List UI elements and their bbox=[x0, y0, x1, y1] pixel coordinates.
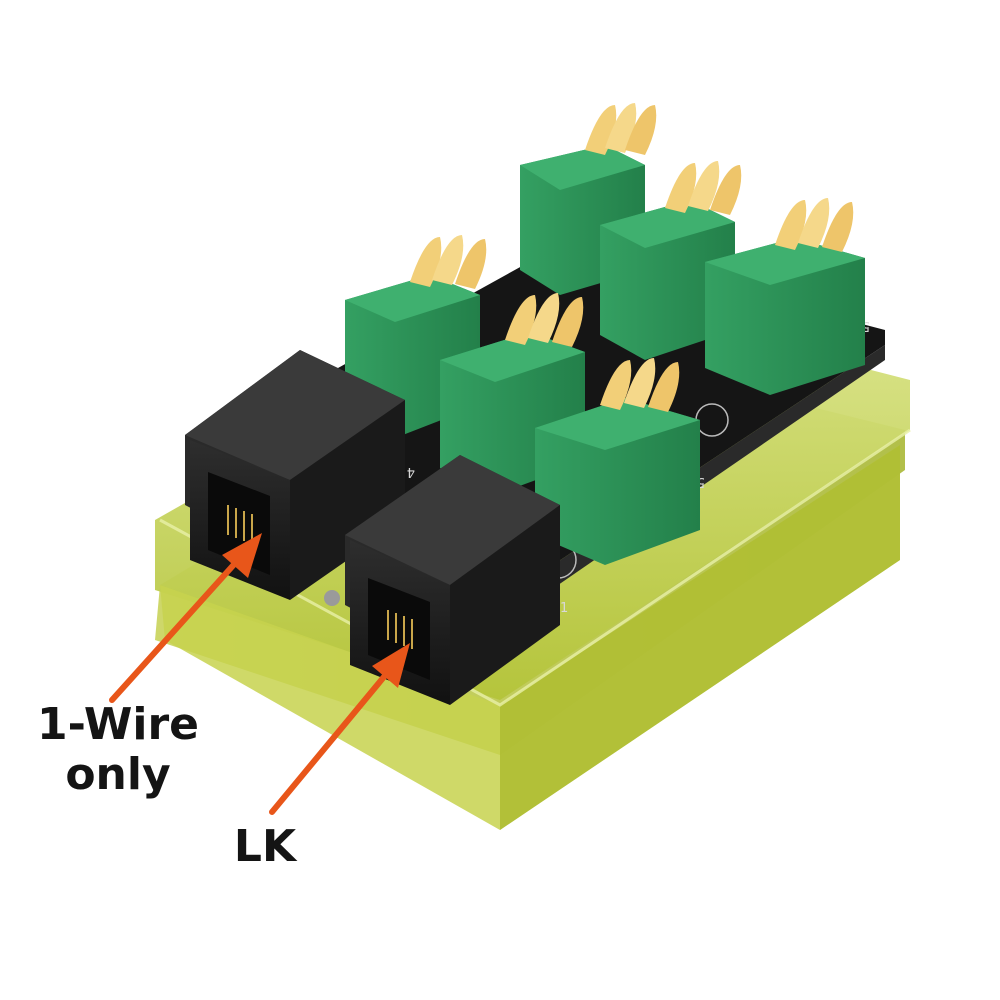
callout-1wire-line2: only bbox=[65, 749, 171, 800]
terminal-block bbox=[705, 198, 865, 395]
rj-jack-left bbox=[185, 350, 405, 600]
arrow-1wire bbox=[109, 533, 262, 703]
callout-1wire-label: 1-Wire only bbox=[18, 700, 218, 800]
silkscreen-text: 5 bbox=[697, 474, 705, 489]
callout-lk-label: LK bbox=[210, 822, 320, 872]
terminal-block bbox=[600, 161, 742, 360]
silkscreen-text: 4 bbox=[407, 464, 415, 479]
callout-1wire-line1: 1-Wire bbox=[36, 699, 200, 750]
rj-jack-right bbox=[345, 455, 560, 705]
terminal-block bbox=[535, 358, 700, 565]
callout-lk-line1: LK bbox=[233, 821, 297, 872]
silkscreen-text: 5 bbox=[862, 318, 870, 333]
arrow-lk bbox=[269, 643, 410, 815]
silkscreen-text: 1 bbox=[560, 601, 568, 616]
